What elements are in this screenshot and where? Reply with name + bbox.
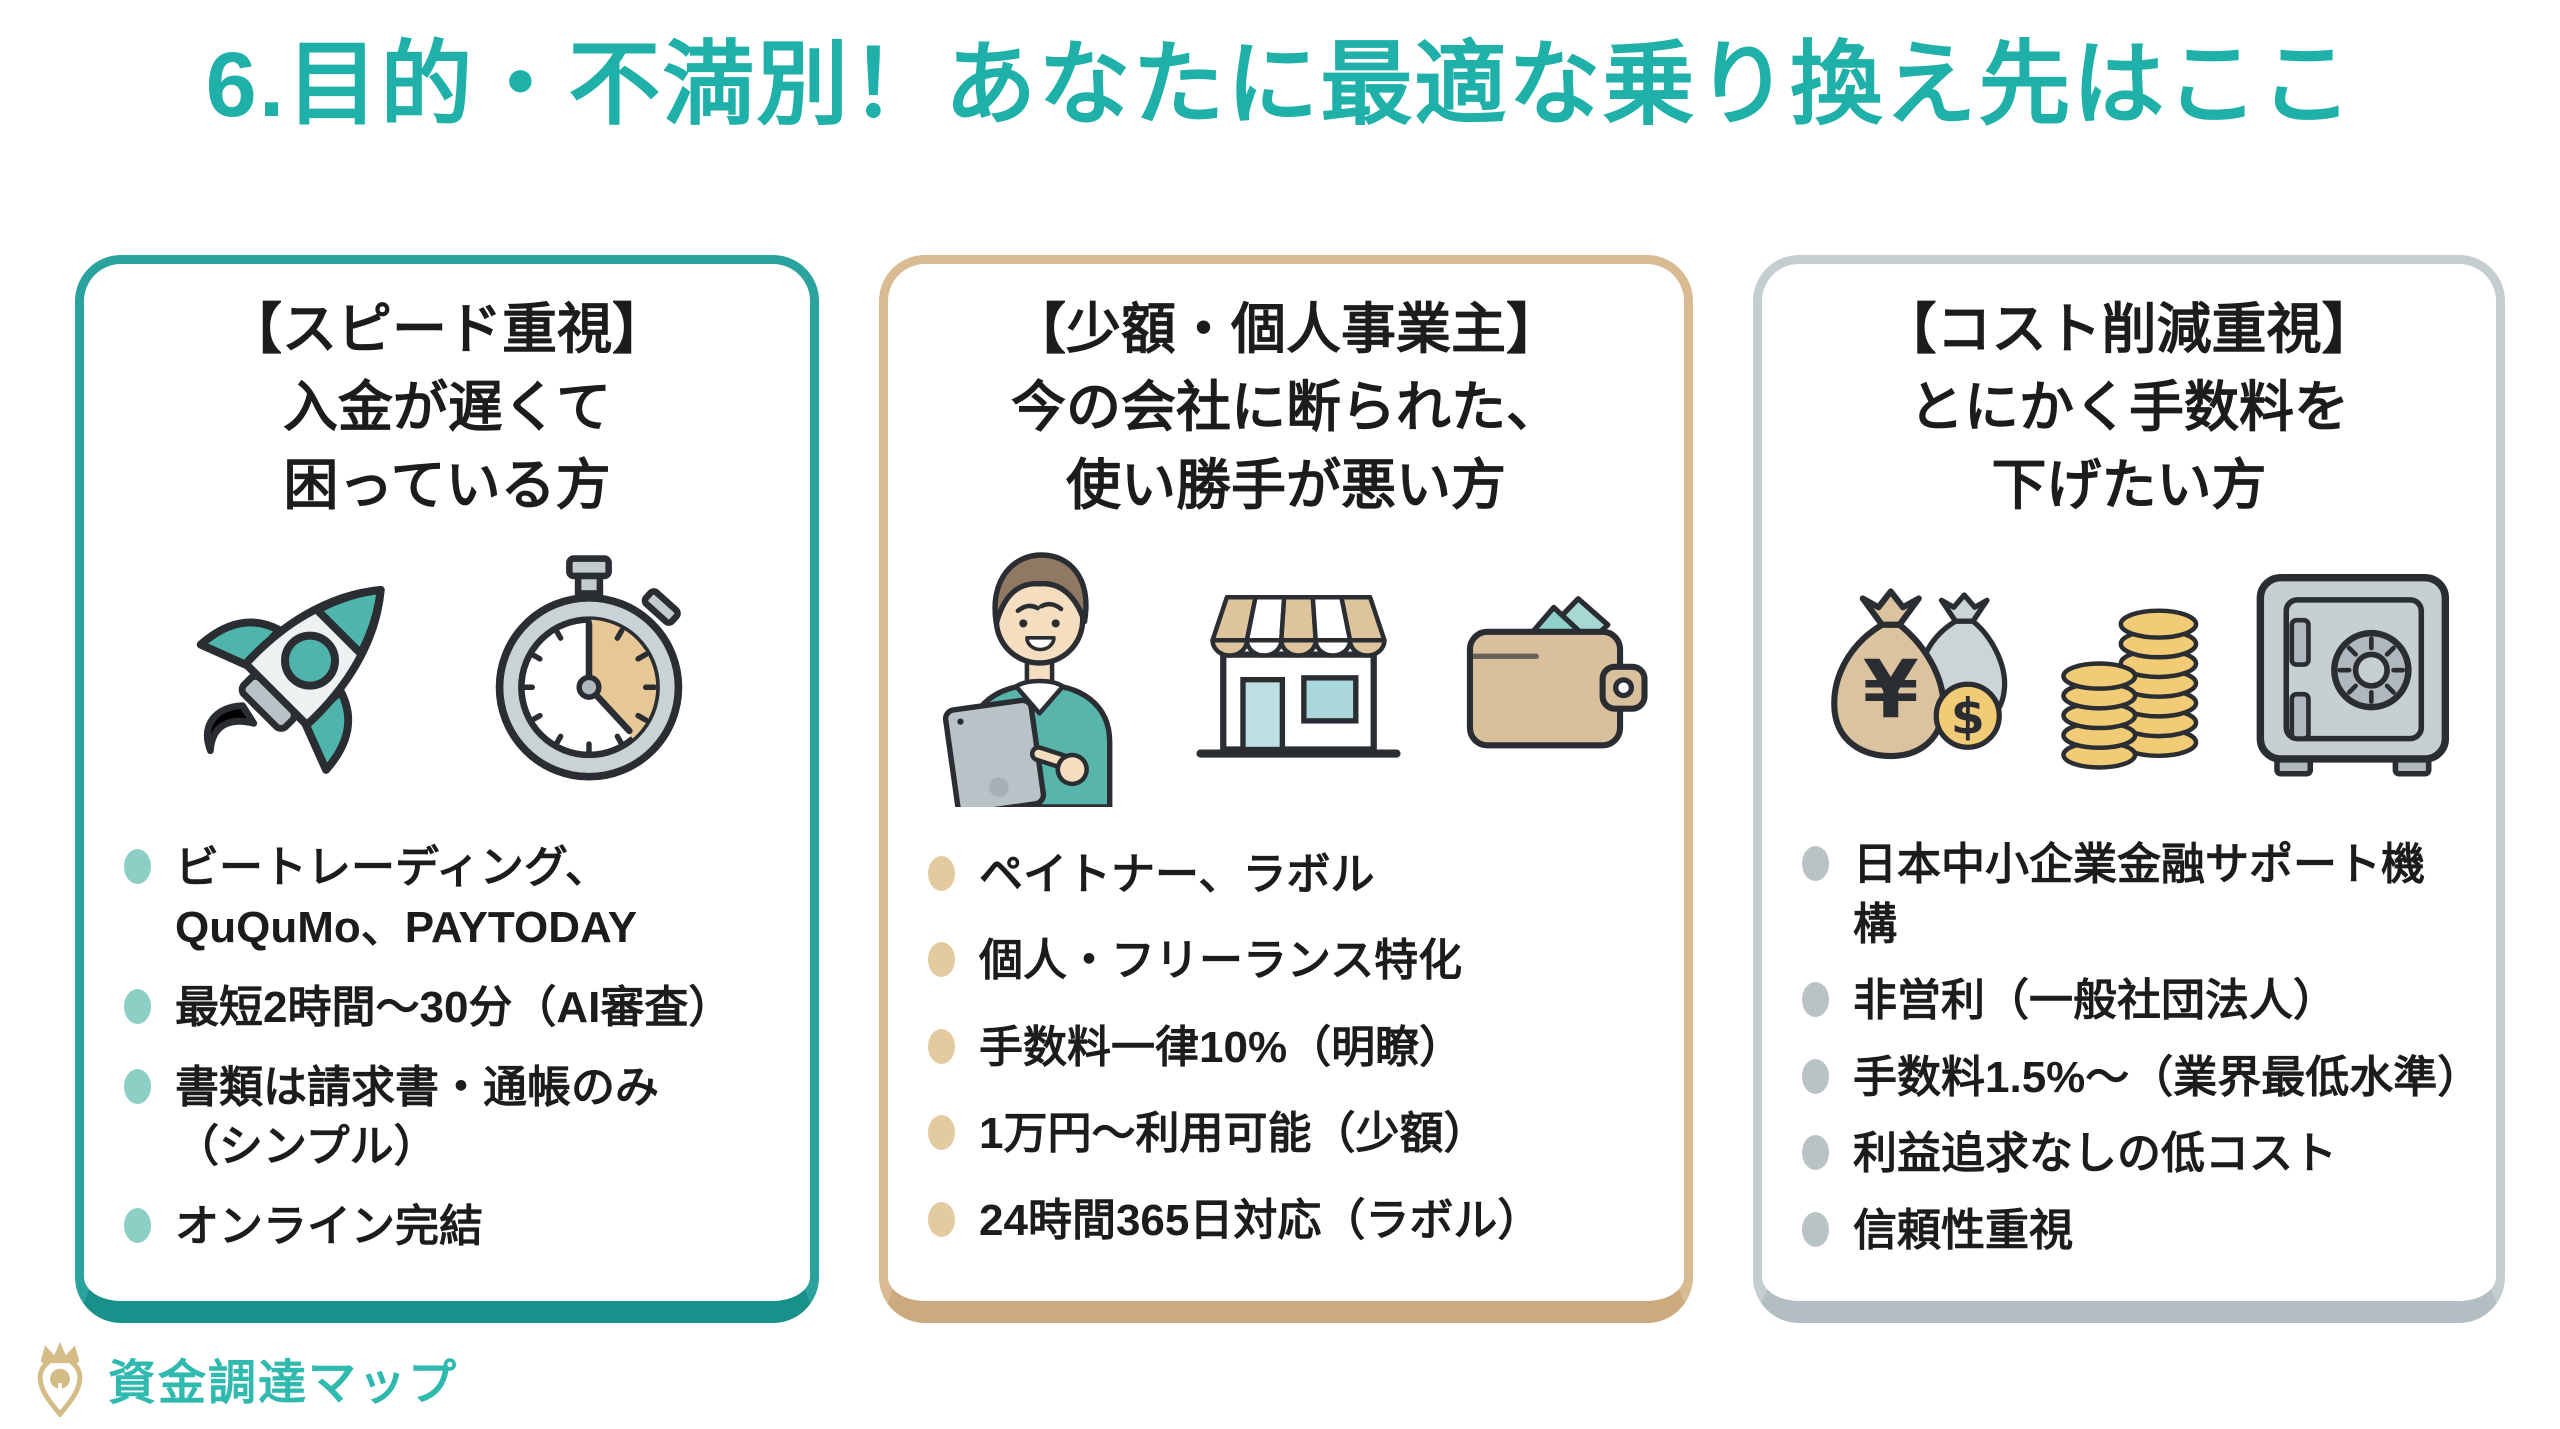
- brand-name: 資金調達マップ: [108, 1357, 459, 1410]
- list-item: 1万円～利用可能（少額）: [928, 1104, 1650, 1164]
- bullet-text: ビートレーディング、 QuQuMo、PAYTODAY: [175, 843, 638, 953]
- bullet-text: 書類は請求書・通帳のみ （シンプル）: [175, 1062, 659, 1172]
- card-small-header-line3: 使い勝手が悪い方: [1065, 454, 1506, 517]
- card-speed-icons: [118, 526, 776, 818]
- bullet-text: 1万円～利用可能（少額）: [979, 1109, 1488, 1159]
- bullet-dot-icon: [1802, 1058, 1829, 1094]
- page-title: 6.目的・不満別！あなたに最適な乗り換え先はここ: [205, 34, 2355, 136]
- list-item: 手数料一律10%（明瞭）: [928, 1018, 1650, 1078]
- card-speed-header-line1: 【スピード重視】: [226, 298, 667, 360]
- bullet-text: 個人・フリーランス特化: [979, 936, 1463, 986]
- bullet-dot-icon: [1802, 982, 1829, 1018]
- bullet-text: 最短2時間～30分（AI審査）: [175, 982, 733, 1032]
- card-cost-bullets: 日本中小企業金融サポート機構 非営利（一般社団法人） 手数料1.5%～（業界最低…: [1796, 818, 2482, 1283]
- card-small-header-line1: 【少額・個人事業主】: [1010, 298, 1561, 360]
- bullet-text: オンライン完結: [175, 1202, 483, 1252]
- bullet-dot-icon: [928, 942, 955, 978]
- list-item: 利益追求なしの低コスト: [1802, 1124, 2462, 1184]
- cards-row: 【スピード重視】 入金が遅くて 困っている方: [75, 255, 2505, 1323]
- brand-footer: 資金調達マップ: [28, 1339, 458, 1417]
- card-cost-icons: ¥ $: [1796, 526, 2462, 818]
- svg-text:$: $: [1951, 689, 1985, 746]
- svg-text:¥: ¥: [1863, 643, 1919, 737]
- safe-icon: [2256, 574, 2450, 777]
- list-item: 日本中小企業金融サポート機構: [1802, 835, 2462, 955]
- bullet-dot-icon: [1802, 845, 1829, 881]
- bullet-dot-icon: [1802, 1211, 1829, 1247]
- list-item: オンライン完結: [124, 1197, 776, 1257]
- card-cost-header-line1: 【コスト削減重視】: [1881, 298, 2377, 360]
- card-small-individual: 【少額・個人事業主】 今の会社に断られた、 使い勝手が悪い方: [879, 255, 1693, 1323]
- list-item: ビートレーディング、 QuQuMo、PAYTODAY: [124, 838, 776, 958]
- freelancer-icon: [942, 552, 1113, 808]
- bullet-text: 日本中小企業金融サポート機構: [1853, 839, 2425, 949]
- bullet-text: 24時間365日対応（ラボル）: [979, 1195, 1542, 1245]
- list-item: ペイトナー、ラボル: [928, 845, 1650, 905]
- bullet-text: 手数料一律10%（明瞭）: [979, 1022, 1464, 1072]
- card-cost-header-line2: とにかく手数料を: [1908, 376, 2349, 439]
- list-item: 信頼性重視: [1802, 1201, 2462, 1261]
- card-small-icons: [922, 526, 1650, 818]
- list-item: 書類は請求書・通帳のみ （シンプル）: [124, 1058, 776, 1178]
- card-speed-header: 【スピード重視】 入金が遅くて 困っている方: [118, 290, 776, 524]
- list-item: 手数料1.5%～（業界最低水準）: [1802, 1048, 2482, 1108]
- coin-stack-icon: [2061, 608, 2199, 770]
- card-cost-cut: 【コスト削減重視】 とにかく手数料を 下げたい方 ¥ $: [1753, 255, 2505, 1323]
- bullet-dot-icon: [124, 1208, 151, 1244]
- card-speed: 【スピード重視】 入金が遅くて 困っている方: [75, 255, 819, 1323]
- storefront-icon: [1196, 594, 1401, 758]
- list-item: 24時間365日対応（ラボル）: [928, 1191, 1650, 1251]
- bullet-dot-icon: [124, 1068, 151, 1104]
- bullet-dot-icon: [124, 988, 151, 1024]
- bullet-dot-icon: [928, 1028, 955, 1064]
- card-speed-bullets: ビートレーディング、 QuQuMo、PAYTODAY 最短2時間～30分（AI審…: [118, 818, 776, 1283]
- bullet-dot-icon: [124, 849, 151, 885]
- bullet-text: ペイトナー、ラボル: [979, 849, 1375, 899]
- card-speed-header-line3: 困っている方: [283, 454, 611, 517]
- rocket-icon: [196, 586, 385, 775]
- card-small-header: 【少額・個人事業主】 今の会社に断られた、 使い勝手が悪い方: [922, 290, 1650, 524]
- bullet-text: 利益追求なしの低コスト: [1853, 1129, 2337, 1179]
- wallet-icon: [1466, 596, 1648, 749]
- card-small-bullets: ペイトナー、ラボル 個人・フリーランス特化 手数料一律10%（明瞭） 1万円～利…: [922, 818, 1650, 1283]
- bullet-text: 信頼性重視: [1853, 1205, 2073, 1255]
- card-speed-header-line2: 入金が遅くて: [282, 376, 612, 439]
- bullet-text: 非営利（一般社団法人）: [1853, 976, 2337, 1026]
- bullet-dot-icon: [1802, 1135, 1829, 1171]
- bullet-dot-icon: [928, 1201, 955, 1237]
- card-cost-header: 【コスト削減重視】 とにかく手数料を 下げたい方: [1796, 290, 2462, 524]
- money-bags-icon: ¥ $: [1831, 588, 2008, 760]
- list-item: 個人・フリーランス特化: [928, 931, 1650, 991]
- card-small-header-line2: 今の会社に断られた、: [1010, 376, 1561, 439]
- brand-crown-pin-icon: [37, 1341, 83, 1417]
- list-item: 最短2時間～30分（AI審査）: [124, 978, 776, 1038]
- bullet-dot-icon: [928, 1115, 955, 1151]
- card-cost-header-line3: 下げたい方: [1991, 454, 2267, 517]
- bullet-dot-icon: [928, 855, 955, 891]
- stopwatch-icon: [495, 555, 683, 781]
- bullet-text: 手数料1.5%～（業界最低水準）: [1853, 1052, 2482, 1102]
- list-item: 非営利（一般社団法人）: [1802, 971, 2462, 1031]
